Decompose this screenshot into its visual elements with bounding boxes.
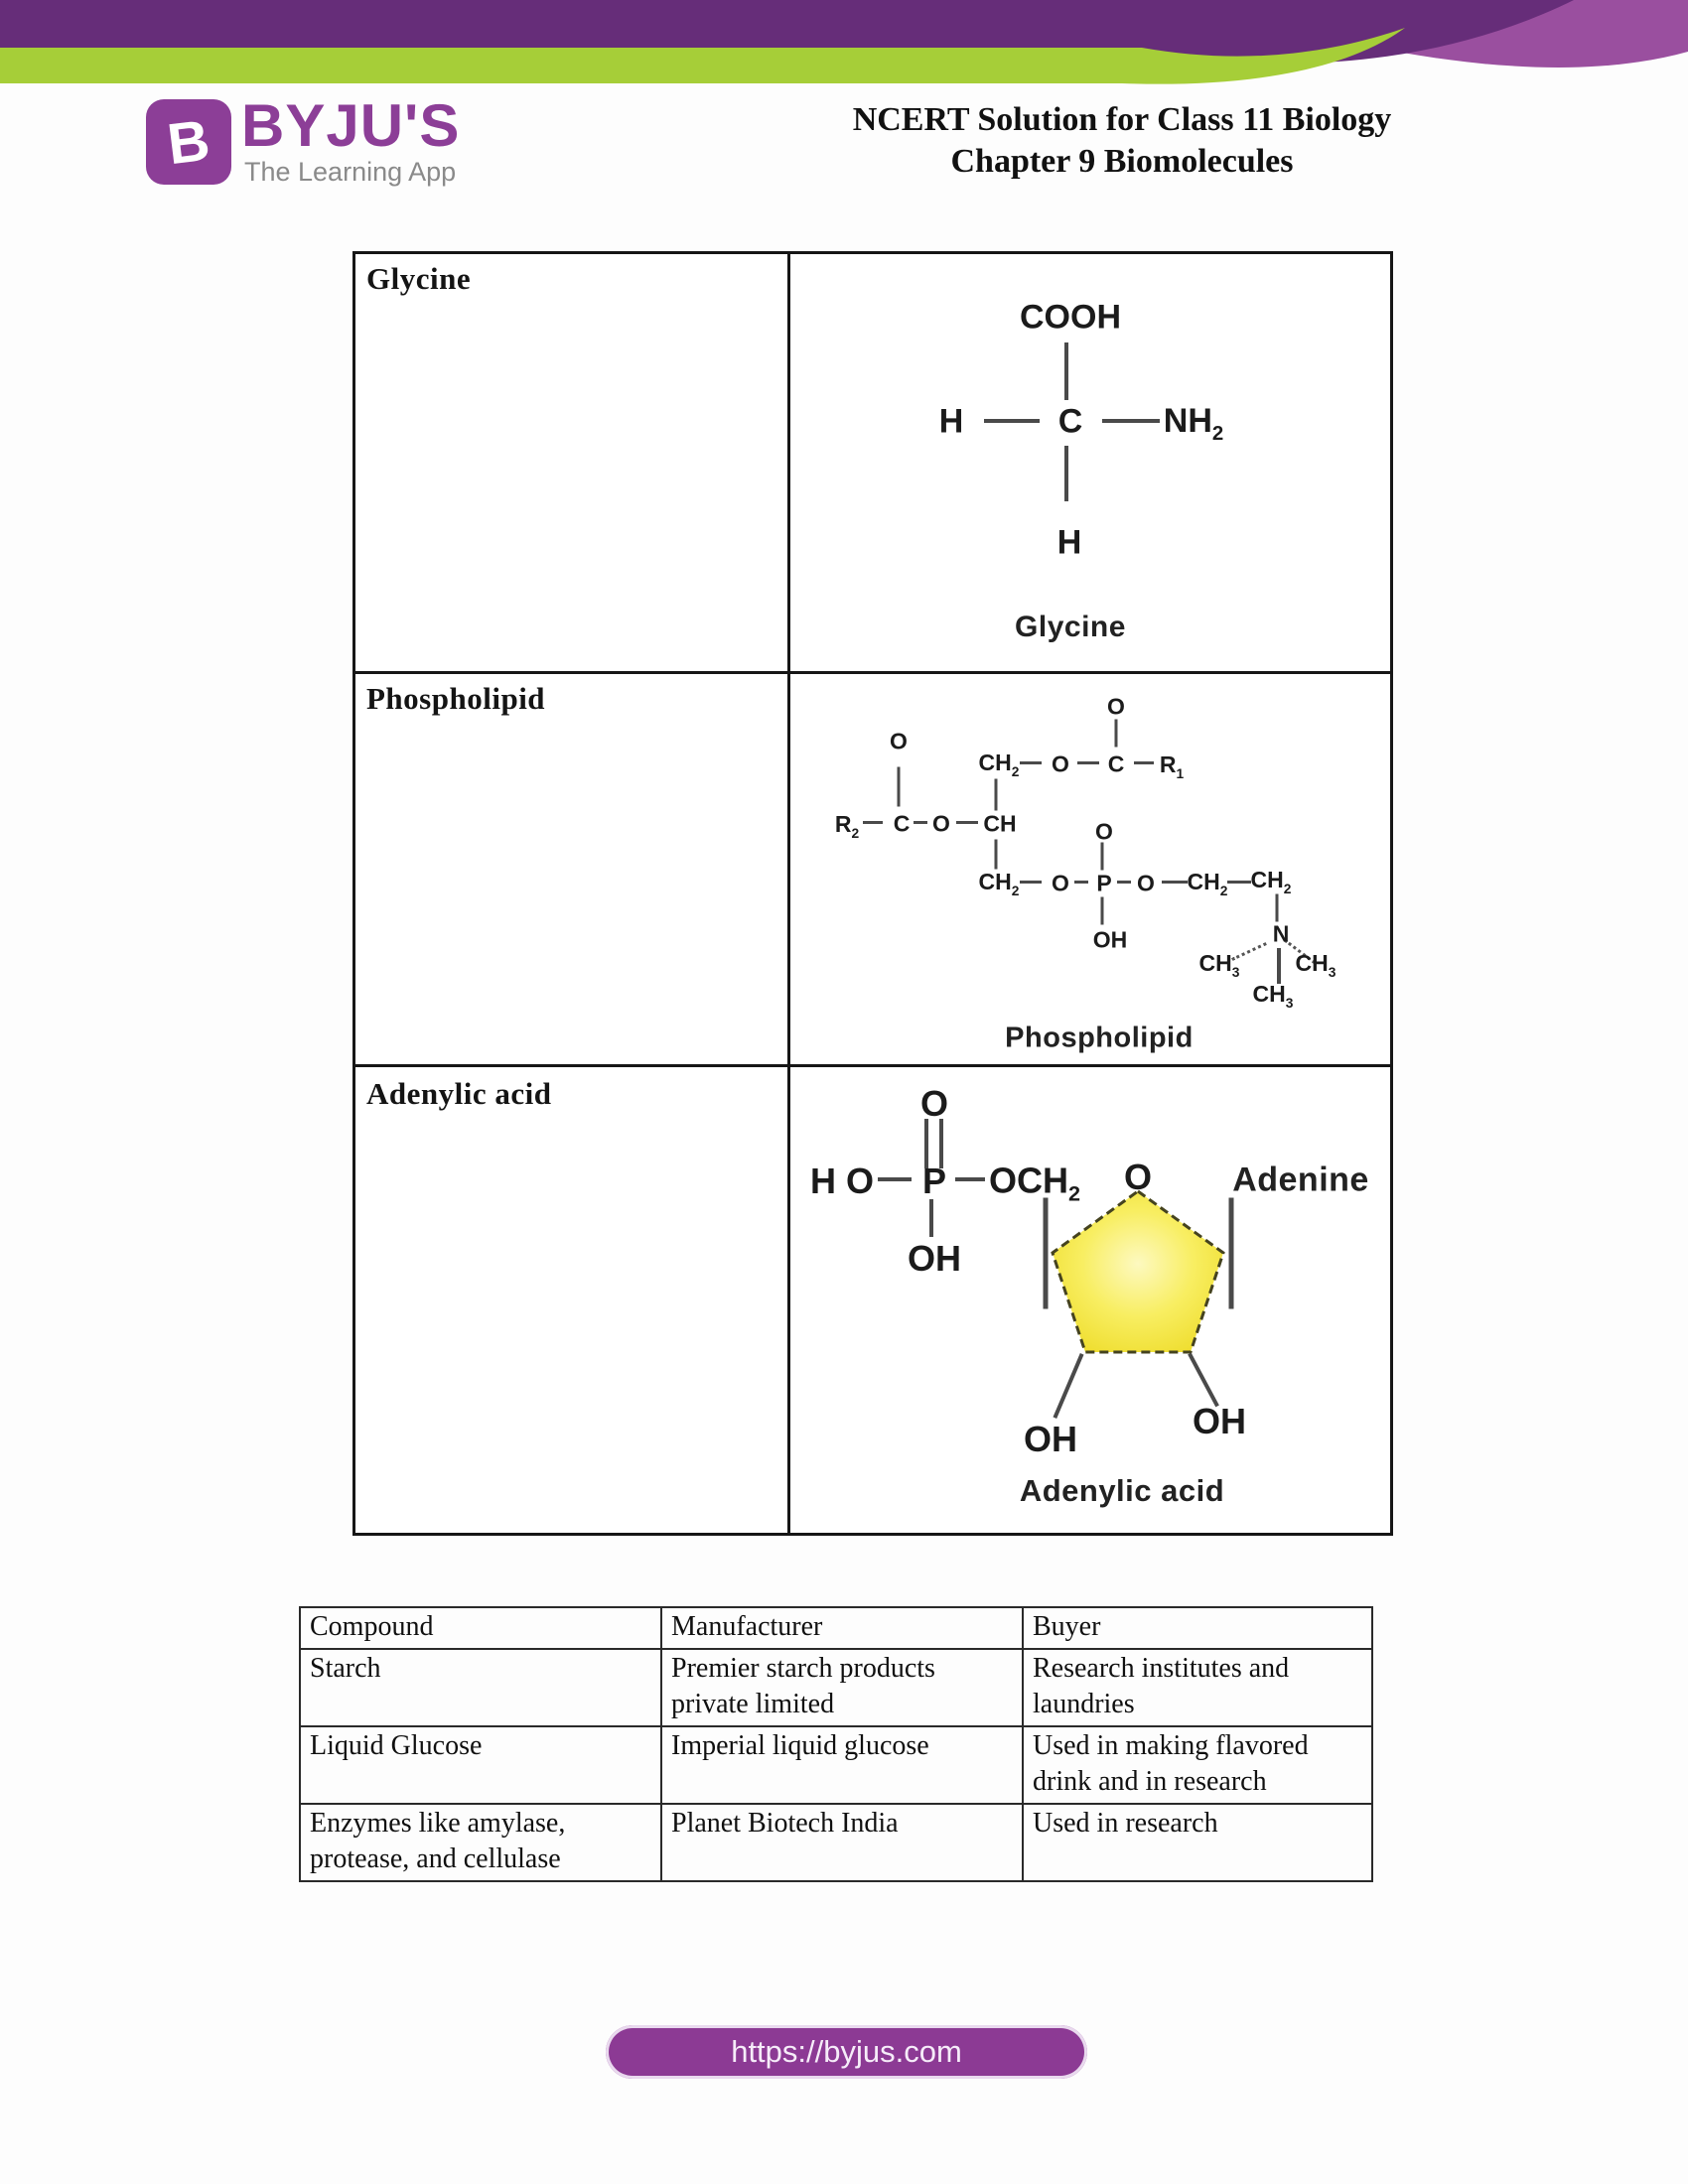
row-label-adenylic-acid: Adenylic acid [366,1076,552,1111]
cell-compound: Enzymes like amylase, protease, and cell… [299,1803,662,1882]
compound-table-header-row: Compound Manufacturer Buyer [299,1606,1373,1650]
byjus-tagline: The Learning App [244,157,457,187]
header-compound: Compound [299,1606,662,1650]
cell-compound: Starch [299,1648,662,1727]
byjus-logo: B [146,99,231,185]
byjus-url-link[interactable]: https://byjus.com [606,2025,1087,2079]
row-label-phospholipid: Phospholipid [366,681,546,716]
header-buyer: Buyer [1022,1606,1373,1650]
compound-table: Compound Manufacturer Buyer Starch Premi… [299,1606,1373,1882]
table-row: Enzymes like amylase, protease, and cell… [299,1803,1373,1882]
banner-dark-purple-band [0,0,1574,64]
byjus-brand-text: BYJU'S [241,92,461,159]
molecule-table-row-divider-1 [355,671,1390,674]
row-label-glycine: Glycine [366,261,472,296]
cell-manufacturer: Premier starch products private limited [660,1648,1024,1727]
header-manufacturer: Manufacturer [660,1606,1024,1650]
cell-manufacturer: Imperial liquid glucose [660,1725,1024,1805]
cell-manufacturer: Planet Biotech India [660,1803,1024,1882]
top-banner [0,0,1688,84]
molecule-table-column-divider [787,254,790,1533]
byjus-b-glyph: B [164,107,213,177]
table-row: Starch Premier starch products private l… [299,1648,1373,1727]
table-row: Liquid Glucose Imperial liquid glucose U… [299,1725,1373,1805]
cell-buyer: Used in making flavored drink and in res… [1022,1725,1373,1805]
page-title: NCERT Solution for Class 11 Biology Chap… [814,99,1430,183]
cell-buyer: Research institutes and laundries [1022,1648,1373,1727]
molecule-table [352,251,1393,1536]
page-title-line1: NCERT Solution for Class 11 Biology [852,101,1392,138]
page-title-line2: Chapter 9 Biomolecules [950,143,1294,180]
molecule-table-row-divider-2 [355,1064,1390,1067]
banner-green-band [0,28,1405,84]
cell-compound: Liquid Glucose [299,1725,662,1805]
cell-buyer: Used in research [1022,1803,1373,1882]
